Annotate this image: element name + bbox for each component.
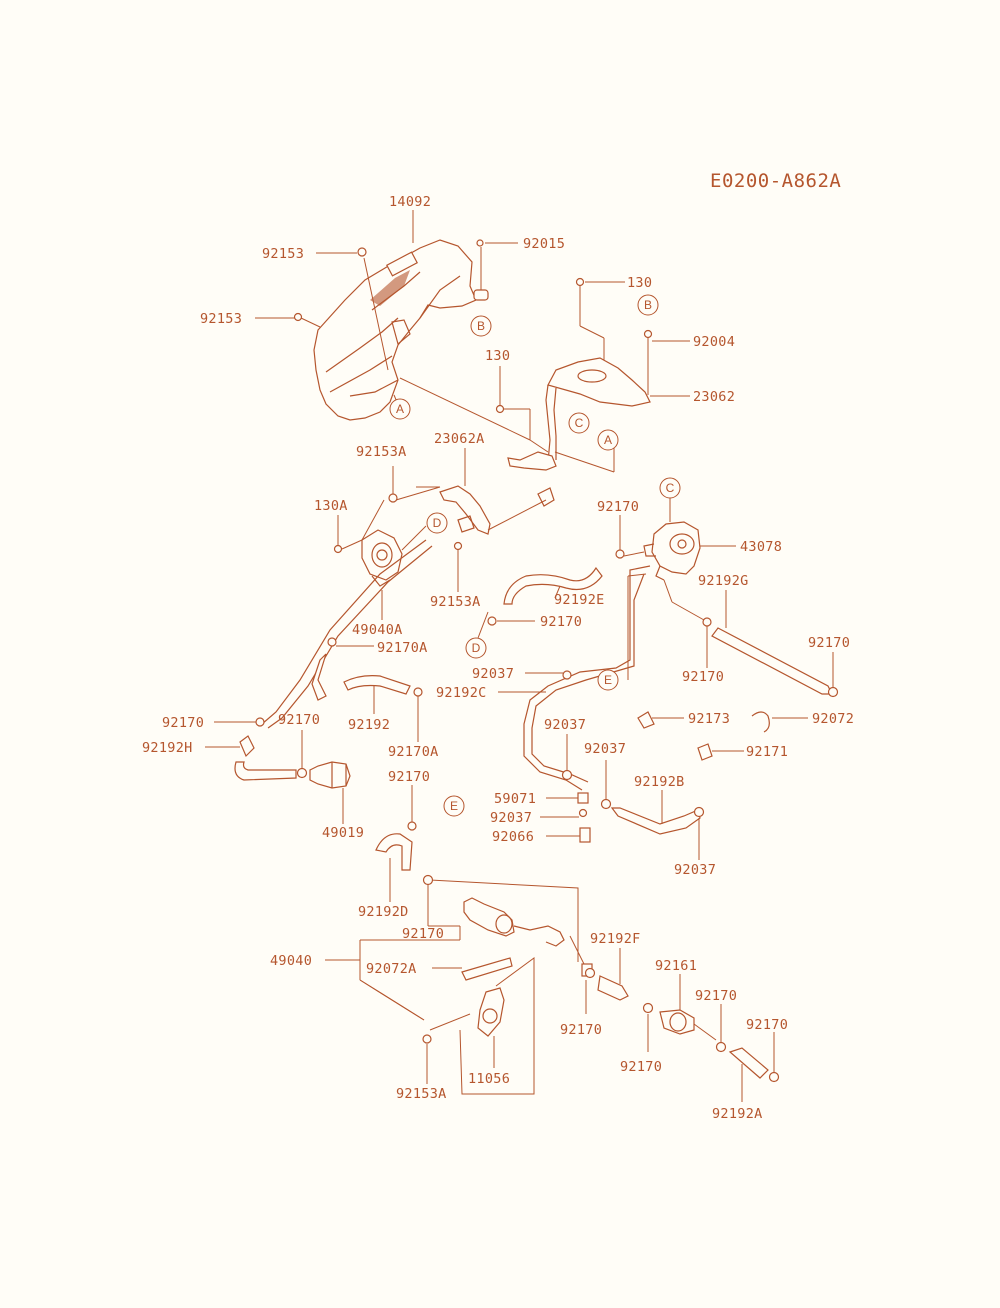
label-92072[interactable]: 92072 [812, 711, 854, 727]
label-92004[interactable]: 92004 [693, 334, 735, 350]
hose-92192-elbow[interactable] [311, 653, 327, 701]
svg-text:C: C [666, 481, 675, 495]
label-43078[interactable]: 43078 [740, 539, 782, 555]
label-92037-2[interactable]: 92037 [544, 717, 586, 733]
label-92170-bot3[interactable]: 92170 [746, 1017, 788, 1033]
label-130-mid[interactable]: 130 [485, 348, 510, 364]
label-92072A[interactable]: 92072A [366, 961, 417, 977]
check-valve-92161[interactable] [659, 1009, 695, 1035]
label-92170A-lower[interactable]: 92170A [388, 744, 439, 760]
label-92173[interactable]: 92173 [688, 711, 730, 727]
label-92192H[interactable]: 92192H [142, 740, 193, 756]
label-92170-bot1[interactable]: 92170 [402, 926, 444, 942]
svg-text:E: E [604, 673, 612, 687]
svg-text:B: B [644, 298, 652, 312]
ref-circle-B-tank: B [470, 315, 492, 337]
clamp-92173[interactable] [637, 711, 655, 729]
ref-circle-E-hose: E [597, 669, 619, 691]
svg-text:C: C [575, 416, 584, 430]
label-92170-bot5[interactable]: 92170 [620, 1059, 662, 1075]
hose-92192B[interactable] [610, 807, 701, 835]
label-92015[interactable]: 92015 [523, 236, 565, 252]
fuel-tank-14092[interactable] [313, 239, 477, 421]
label-92037-4[interactable]: 92037 [490, 810, 532, 826]
label-92170-e[interactable]: 92170 [388, 769, 430, 785]
label-92170-bot2[interactable]: 92170 [695, 988, 737, 1004]
ref-circle-A-tank: A [389, 398, 411, 420]
label-92153-top[interactable]: 92153 [262, 246, 304, 262]
ref-circle-B-bracket: B [637, 294, 659, 316]
fuel-filter-49019[interactable] [309, 761, 351, 789]
label-49040[interactable]: 49040 [270, 953, 312, 969]
label-92037-5[interactable]: 92037 [674, 862, 716, 878]
hose-92192G[interactable] [711, 627, 833, 695]
clamp-92171[interactable] [697, 743, 713, 761]
label-92170-bot4[interactable]: 92170 [560, 1022, 602, 1038]
ref-circle-D-valve: D [426, 512, 448, 534]
svg-text:A: A [604, 433, 612, 447]
svg-text:E: E [450, 799, 458, 813]
bracket-23062A[interactable] [439, 451, 557, 535]
label-23062[interactable]: 23062 [693, 389, 735, 405]
label-92170-h[interactable]: 92170 [278, 712, 320, 728]
label-92192D[interactable]: 92192D [358, 904, 409, 920]
label-92037-3[interactable]: 92037 [584, 741, 626, 757]
svg-text:D: D [472, 641, 481, 655]
fuel-valve-49040A[interactable] [361, 529, 403, 587]
pad-92072A[interactable] [461, 957, 513, 981]
label-92170-left[interactable]: 92170 [162, 715, 204, 731]
label-49040A[interactable]: 49040A [352, 622, 403, 638]
hose-92192A[interactable] [728, 1047, 769, 1079]
label-11056[interactable]: 11056 [468, 1071, 510, 1087]
label-92192A[interactable]: 92192A [712, 1106, 763, 1122]
label-92170-d[interactable]: 92170 [540, 614, 582, 630]
ref-circle-D-clamp: D [465, 637, 487, 659]
label-92192G[interactable]: 92192G [698, 573, 749, 589]
label-23062A[interactable]: 23062A [434, 431, 485, 447]
ref-circle-A-bracket: A [597, 429, 619, 451]
label-92192B[interactable]: 92192B [634, 774, 685, 790]
svg-text:A: A [396, 402, 404, 416]
bracket-23062[interactable] [545, 357, 651, 463]
label-92170-pump[interactable]: 92170 [597, 499, 639, 515]
svg-text:D: D [433, 516, 442, 530]
label-92192C[interactable]: 92192C [436, 685, 487, 701]
label-130-top[interactable]: 130 [627, 275, 652, 291]
label-92170-g[interactable]: 92170 [682, 669, 724, 685]
label-92161[interactable]: 92161 [655, 958, 697, 974]
fuel-strainer-49040[interactable] [463, 897, 629, 1001]
label-59071[interactable]: 59071 [494, 791, 536, 807]
hose-92192[interactable] [343, 675, 411, 695]
ref-circle-E-lower: E [443, 795, 465, 817]
hose-92192D[interactable] [375, 833, 413, 871]
label-92170-right[interactable]: 92170 [808, 635, 850, 651]
fuel-pump-43078[interactable] [643, 521, 701, 581]
label-92192F[interactable]: 92192F [590, 931, 641, 947]
label-130A[interactable]: 130A [314, 498, 348, 514]
clamp-11056[interactable] [477, 987, 505, 1037]
ref-circle-C-bracket: C [568, 412, 590, 434]
label-92037-1[interactable]: 92037 [472, 666, 514, 682]
label-49019[interactable]: 49019 [322, 825, 364, 841]
label-14092[interactable]: 14092 [389, 194, 431, 210]
hose-92192H[interactable] [234, 761, 297, 781]
label-92153A-mid[interactable]: 92153A [430, 594, 481, 610]
label-92192[interactable]: 92192 [348, 717, 390, 733]
ref-circle-C-pump: C [659, 477, 681, 499]
label-92153A-bot[interactable]: 92153A [396, 1086, 447, 1102]
hose-92192E[interactable] [503, 566, 603, 605]
label-92153-left[interactable]: 92153 [200, 311, 242, 327]
label-92153A-top[interactable]: 92153A [356, 444, 407, 460]
label-92066[interactable]: 92066 [492, 829, 534, 845]
label-92170A-upper[interactable]: 92170A [377, 640, 428, 656]
diagram-code: E0200-A862A [710, 170, 841, 192]
svg-text:B: B [477, 319, 485, 333]
clip-92072[interactable] [751, 711, 770, 733]
label-92192E[interactable]: 92192E [554, 592, 605, 608]
label-92171[interactable]: 92171 [746, 744, 788, 760]
